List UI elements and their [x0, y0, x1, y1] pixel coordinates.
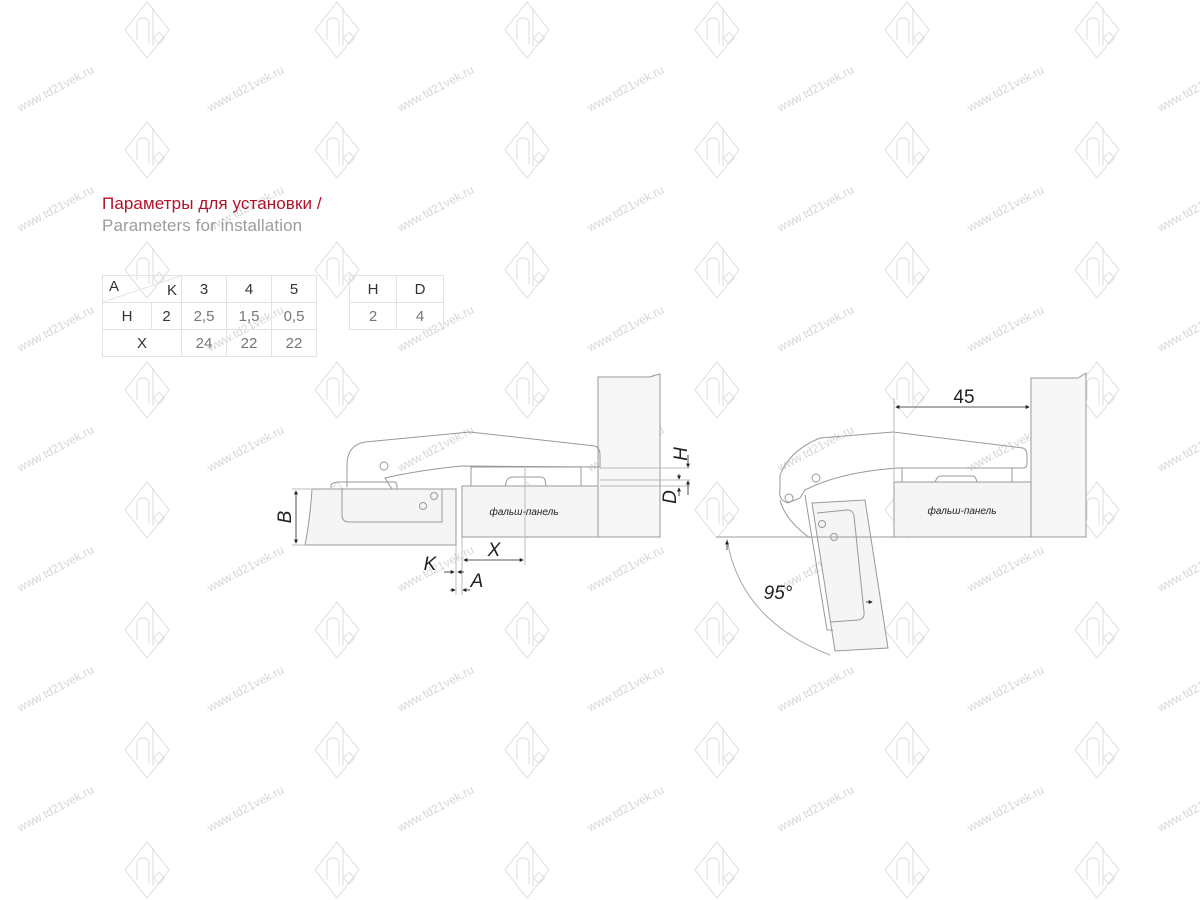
hinge-cup-side: [804, 494, 833, 631]
label-h: H: [671, 447, 692, 461]
false-panel: [461, 485, 599, 538]
mounting-plate: [901, 467, 1013, 483]
table-row-values: 2 4: [349, 302, 444, 330]
hd-table: H D 2 4: [349, 275, 444, 330]
label-a: A: [470, 571, 484, 592]
false-panel-label: фальш-панель: [927, 505, 996, 517]
door: [304, 488, 457, 546]
angle-arc: [726, 538, 831, 656]
row-label-h: H: [102, 302, 152, 330]
false-panel-label: фальш-панель: [489, 506, 558, 518]
row-label-x: X: [102, 329, 182, 357]
table-row-header: H D: [349, 275, 444, 303]
label-x: X: [487, 540, 502, 561]
h-value: 1,5: [226, 302, 272, 330]
label-45: 45: [953, 387, 974, 408]
x-value: 24: [181, 329, 227, 357]
screw-hole: [430, 492, 438, 500]
diagonal-divider: [103, 276, 181, 302]
door-open: [811, 499, 889, 652]
hinge-link: [779, 499, 811, 539]
left-hinge-drawing: [292, 373, 690, 595]
plate-clip: [934, 475, 978, 483]
label-d: D: [660, 490, 681, 504]
hinge-arm: [779, 431, 1028, 504]
right-hinge-drawing: [716, 372, 1087, 656]
header-k: K: [166, 282, 177, 299]
pivot-hole: [784, 493, 794, 503]
hinge-cup: [816, 509, 865, 623]
parameters-table: A K 3 4 5 H 2 2,5 1,5 0,5 X 24 22 22: [102, 275, 317, 357]
false-panel: [893, 481, 1032, 538]
pivot-hole: [379, 461, 389, 471]
label-angle: 95°: [764, 583, 793, 604]
hinge-cup: [341, 489, 443, 523]
plate-clip: [504, 476, 547, 487]
label-b: B: [275, 510, 296, 523]
side-wall: [1030, 372, 1087, 538]
hinge-knuckle: [330, 481, 398, 489]
h-value: 2: [349, 302, 397, 330]
left-dimensions: [294, 455, 690, 592]
diagonal-header-cell: A K: [102, 275, 182, 303]
x-value: 22: [271, 329, 317, 357]
pivot-hole: [811, 473, 821, 483]
right-dimensions: [725, 405, 1030, 604]
table-row-h: H 2 2,5 1,5 0,5: [102, 302, 317, 330]
title-english: Parameters for installation: [102, 216, 303, 235]
title-block: Параметры для установки / Parameters for…: [102, 193, 322, 237]
table-row-header: A K 3 4 5: [102, 275, 317, 303]
h-value: 2,5: [181, 302, 227, 330]
row-a-value: 2: [151, 302, 182, 330]
screw-hole: [419, 502, 427, 510]
title-russian: Параметры для установки /: [102, 194, 322, 213]
header-a: A: [109, 278, 120, 295]
h-value: 0,5: [271, 302, 317, 330]
side-wall: [597, 373, 661, 538]
mounting-plate: [470, 466, 582, 487]
header-k-value: 5: [271, 275, 317, 303]
d-value: 4: [396, 302, 444, 330]
table-row-x: X 24 22 22: [102, 329, 317, 357]
label-k: K: [424, 554, 438, 575]
hinge-arm: [346, 431, 601, 490]
screw-hole: [818, 520, 826, 528]
